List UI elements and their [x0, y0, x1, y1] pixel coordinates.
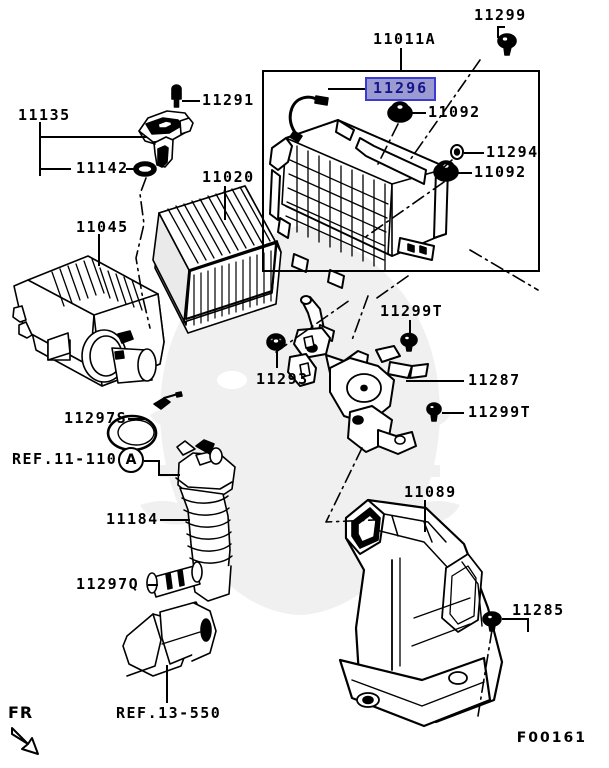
callout-11142[interactable]: 11142 [76, 159, 129, 177]
leader-11184 [160, 519, 190, 521]
part-11135-airflow-sensor [138, 110, 194, 168]
leader-11297S [128, 418, 146, 420]
callout-11291[interactable]: 11291 [202, 91, 255, 109]
leader-11135-v [39, 122, 41, 176]
part-11285-clip [482, 611, 502, 632]
leader-11045 [98, 234, 100, 266]
part-11045-air-cleaner-cover [12, 255, 165, 387]
callout-11184[interactable]: 11184 [106, 510, 159, 528]
callout-ref-13-550[interactable]: REF.13-550 [116, 704, 222, 722]
leader-11299Tb [442, 412, 464, 414]
leader-11299Ta [409, 320, 411, 334]
callout-11011A[interactable]: 11011A [373, 30, 437, 48]
leader-11011A [400, 48, 402, 70]
axis-11142 [135, 177, 151, 329]
callout-11092-upper[interactable]: 11092 [428, 103, 481, 121]
callout-11299T-lower[interactable]: 11299T [468, 403, 532, 421]
leader-11135-h2 [39, 168, 71, 170]
fr-label: FR [8, 703, 34, 722]
callout-11299[interactable]: 11299 [474, 6, 527, 24]
leader-11293 [276, 350, 278, 368]
callout-11089[interactable]: 11089 [404, 483, 457, 501]
axis-11089-mount [325, 447, 375, 523]
background-watermark [140, 225, 460, 615]
callout-11045[interactable]: 11045 [76, 218, 129, 236]
leader-11089 [424, 500, 426, 532]
leader-11092b [458, 172, 472, 174]
callout-11297Q[interactable]: 11297Q [76, 575, 140, 593]
leader-11020 [224, 186, 226, 220]
axis-11299T-upper [351, 295, 369, 341]
axis-box-link [373, 275, 409, 301]
leader-11092a [412, 112, 426, 114]
leader-11142 [126, 168, 136, 170]
part-11089-intake-duct [338, 498, 504, 728]
callout-11287[interactable]: 11287 [468, 371, 521, 389]
axis-11293 [275, 299, 351, 353]
leader-refA3 [158, 460, 160, 475]
leader-11294 [464, 152, 484, 154]
callout-11297S[interactable]: 11297S [64, 409, 128, 427]
fr-arrow-icon [11, 727, 39, 755]
callout-ref-11-110[interactable]: REF.11-110 [12, 450, 118, 468]
leader-11285-h [502, 618, 528, 620]
orientation-marker-fr: FR [8, 703, 48, 758]
callout-11285[interactable]: 11285 [512, 601, 565, 619]
leader-11296 [328, 88, 368, 90]
callout-11092-lower[interactable]: 11092 [474, 163, 527, 181]
leader-refA2 [158, 474, 180, 476]
leader-ref13 [166, 665, 168, 703]
leader-11291 [182, 100, 200, 102]
part-11299-bolt [497, 33, 517, 56]
leader-refA [144, 460, 160, 462]
part-11299T-bolt-upper [400, 332, 418, 352]
leader-11287 [406, 380, 464, 382]
callout-11135[interactable]: 11135 [18, 106, 71, 124]
group-box-11011A [262, 70, 540, 272]
part-11142-oring [133, 161, 157, 177]
leader-11299b [497, 26, 505, 28]
leader-11135-h1 [39, 136, 147, 138]
callout-11294[interactable]: 11294 [486, 143, 539, 161]
part-11297Q-hose-clamp [146, 561, 203, 598]
leader-11297Q [148, 584, 158, 586]
sheet-code: F00161 [516, 730, 587, 746]
callout-11299T-upper[interactable]: 11299T [380, 302, 444, 320]
callout-11293[interactable]: 11293 [256, 370, 309, 388]
leader-11285-v [527, 618, 529, 632]
part-11291-screw [171, 84, 182, 108]
part-ref13-550-elbow [122, 601, 217, 677]
callout-11020[interactable]: 11020 [202, 168, 255, 186]
axis-11285 [477, 629, 493, 717]
callout-11296[interactable]: 11296 [365, 77, 437, 101]
ref-token-A[interactable]: A [118, 447, 144, 473]
part-11299T-bolt-lower [426, 402, 442, 422]
leader-11299 [497, 26, 499, 38]
part-11293-grommet [266, 333, 286, 351]
